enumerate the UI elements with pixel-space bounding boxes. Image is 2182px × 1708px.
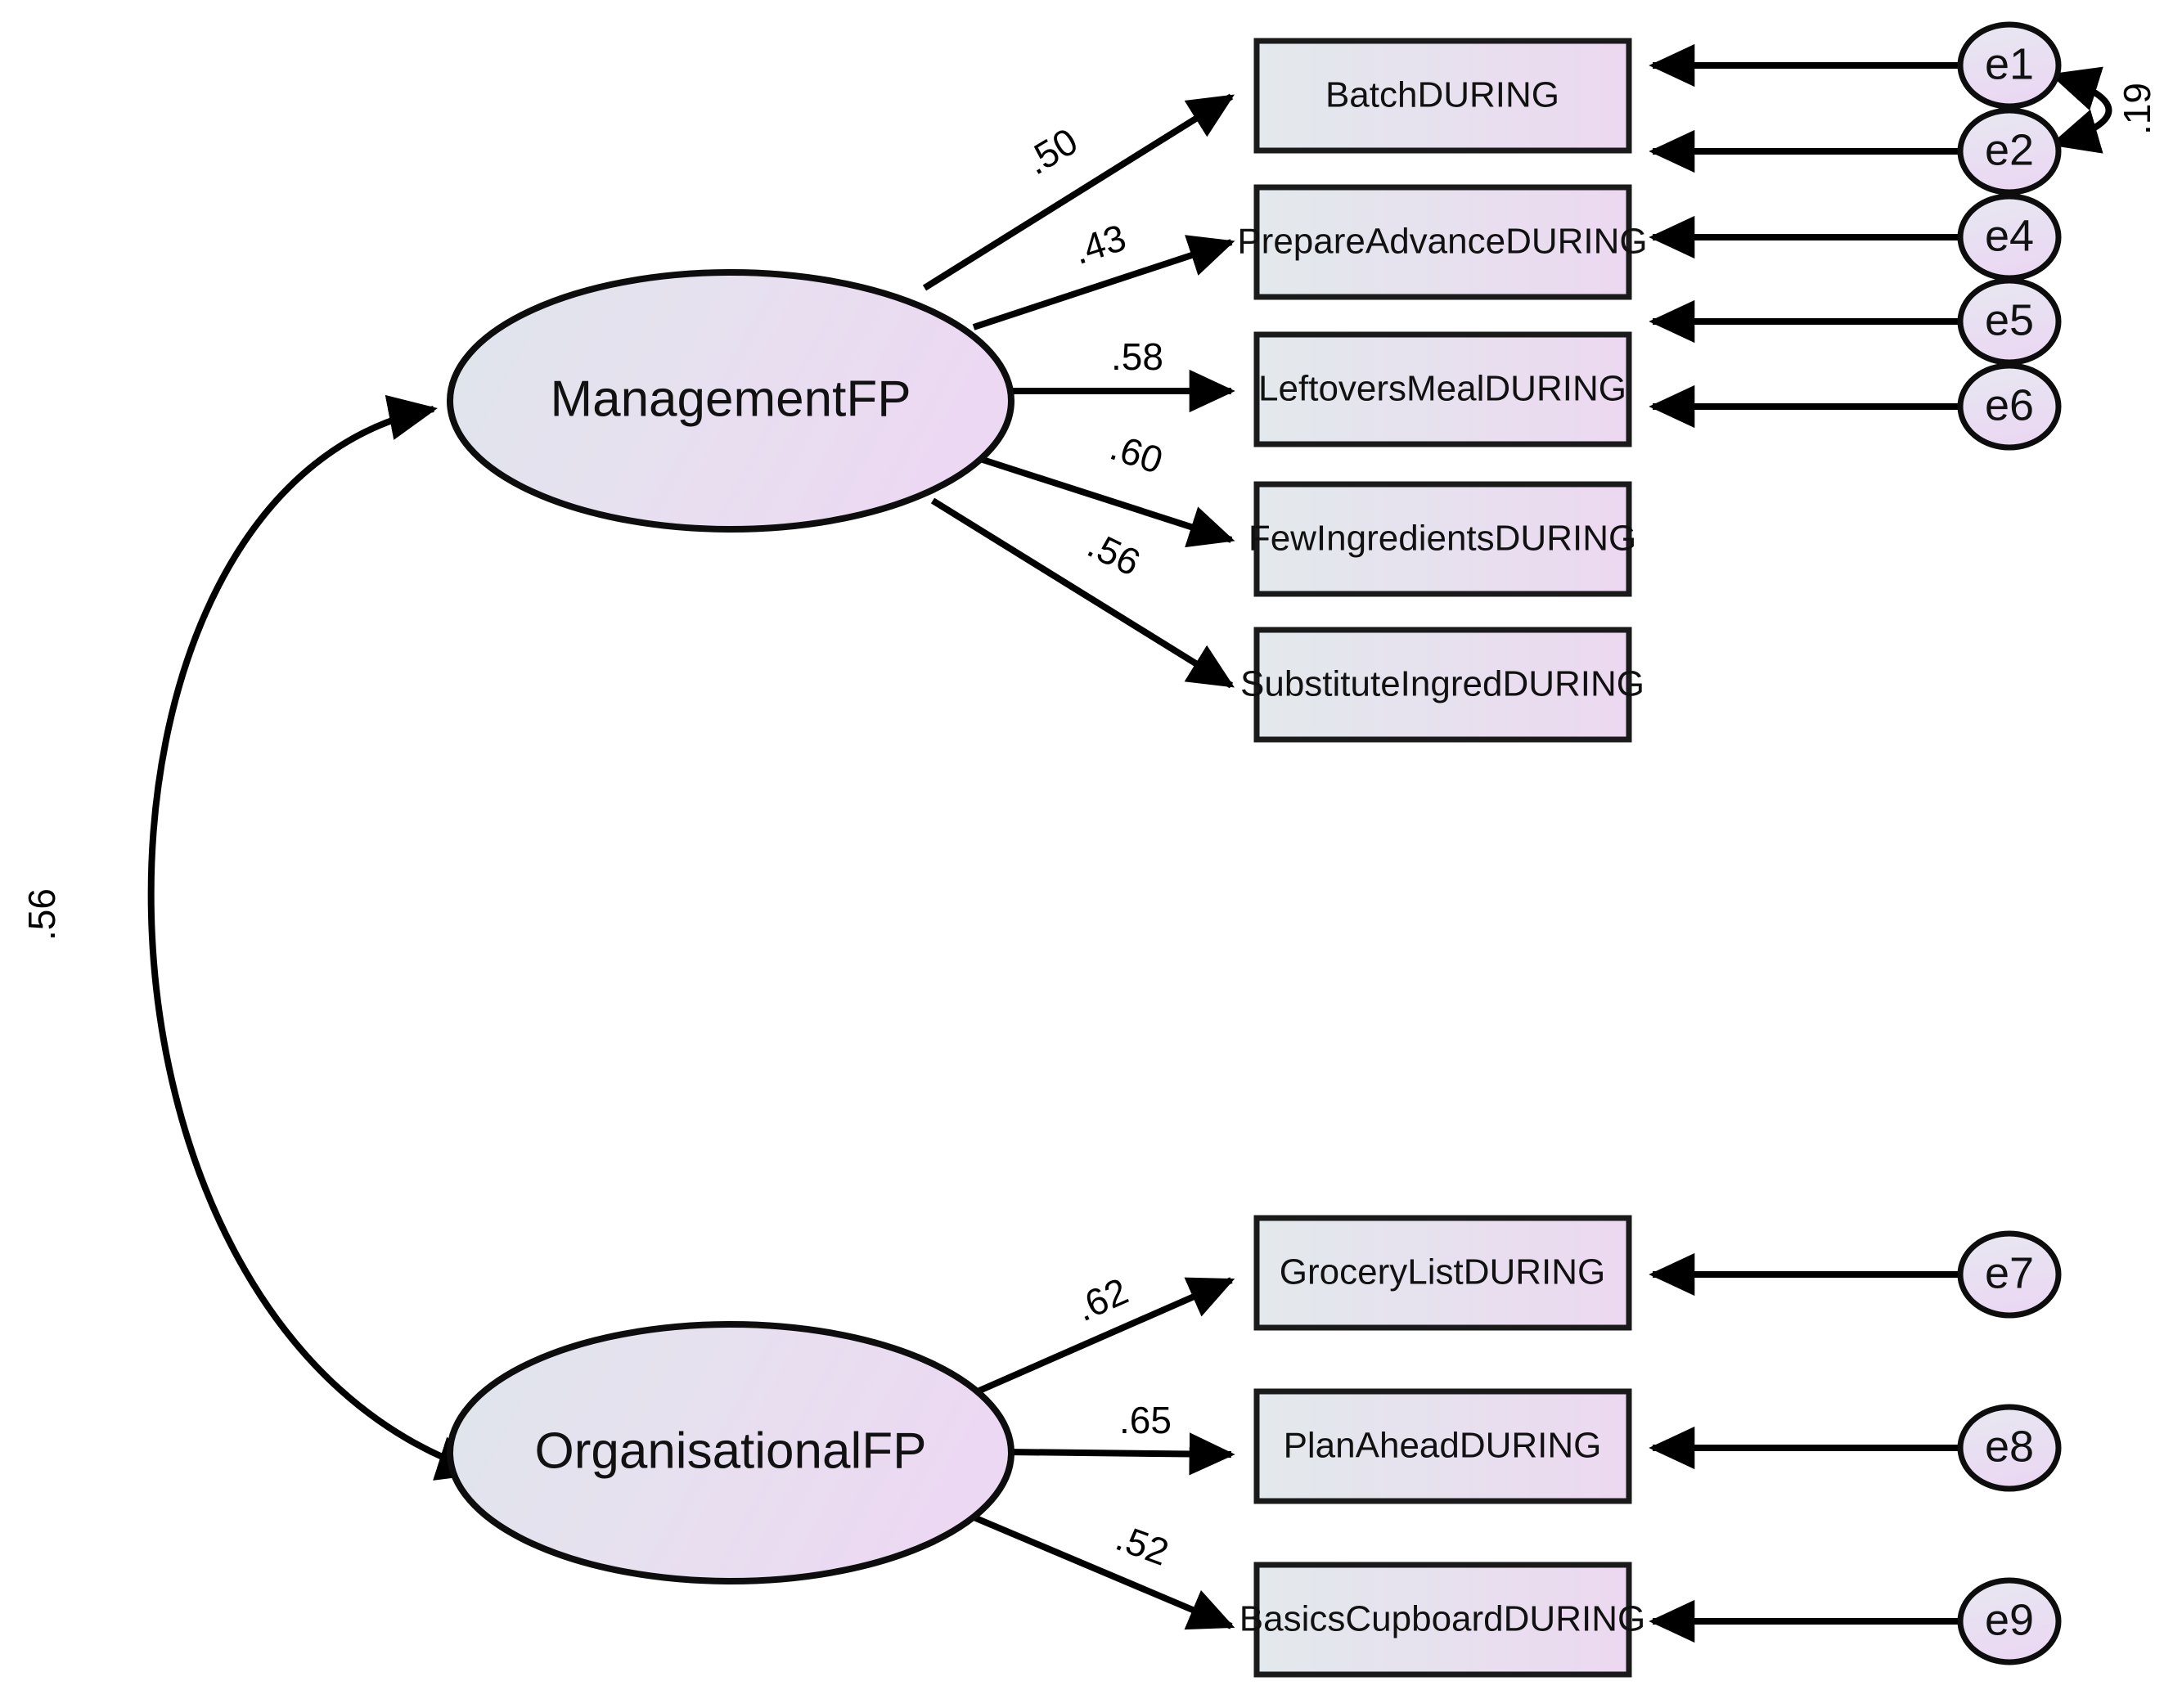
error-term-e4[interactable]: e4 [1957, 193, 2062, 281]
error-circle-e7[interactable] [1957, 1230, 2062, 1319]
error-circle-e5[interactable] [1957, 277, 2062, 366]
coefficient-substituteingredduring: .56 [1082, 523, 1147, 584]
latent-organisationalfp[interactable]: OrganisationalFP [447, 1321, 1015, 1584]
indicator-label-batchduring: BatchDURING [1325, 75, 1559, 115]
indicator-label-grocerylistduring: GroceryListDURING [1280, 1252, 1606, 1292]
error-circle-e1[interactable] [1957, 21, 2062, 110]
indicator-box-batchduring[interactable] [1253, 38, 1632, 154]
coefficient-planaheadduring: .65 [1119, 1399, 1172, 1441]
indicator-basicscupboardduring[interactable]: BasicsCupboardDURING [1239, 1562, 1645, 1678]
indicator-box-planaheadduring[interactable] [1253, 1388, 1632, 1504]
error-label-e2: e2 [1985, 125, 2034, 174]
indicator-label-substituteingredduring: SubstituteIngredDURING [1240, 664, 1644, 704]
indicator-planaheadduring[interactable]: PlanAheadDURING [1253, 1388, 1632, 1504]
latent-label-organisationalfp: OrganisationalFP [534, 1423, 926, 1479]
error-term-e8[interactable]: e8 [1957, 1404, 2062, 1492]
loading-path-planaheadduring[interactable] [1006, 1432, 1235, 1476]
error-circle-e6[interactable] [1957, 362, 2062, 451]
loading-path-prepareadvanceduring[interactable] [972, 235, 1235, 330]
error-term-e6[interactable]: e6 [1957, 362, 2062, 451]
latent-ellipse-managementfp[interactable] [447, 269, 1015, 533]
indicator-box-fewingredientsduring[interactable] [1253, 481, 1632, 597]
covariance-arc-factors[interactable] [147, 394, 487, 1481]
coefficient-prepareadvanceduring: .43 [1068, 216, 1131, 272]
error-circle-e9[interactable] [1957, 1577, 2062, 1665]
coefficient-grocerylistduring: .62 [1069, 1270, 1135, 1330]
indicator-box-leftoversmealduring[interactable] [1253, 331, 1632, 447]
loading-path-grocerylistduring[interactable] [931, 1277, 1235, 1414]
covariance-arc-e1-e2[interactable] [2049, 66, 2112, 154]
indicator-box-substituteingredduring[interactable] [1253, 627, 1632, 743]
latent-label-managementfp: ManagementFP [550, 371, 911, 427]
coefficient-fewingredientsduring: .60 [1105, 425, 1168, 482]
loading-path-basicscupboardduring[interactable] [943, 1502, 1235, 1630]
indicator-label-fewingredientsduring: FewIngredientsDURING [1248, 519, 1636, 559]
covariance-paths [147, 66, 2112, 1481]
indicator-prepareadvanceduring[interactable]: PrepareAdvanceDURING [1237, 184, 1648, 300]
latent-managementfp[interactable]: ManagementFP [447, 269, 1015, 533]
coefficient-leftoversmealduring: .58 [1111, 335, 1163, 378]
error-label-e6: e6 [1985, 380, 2034, 429]
loading-path-batchduring[interactable] [922, 93, 1235, 291]
coefficient-factor-covariance: .56 [20, 888, 63, 941]
indicator-box-basicscupboardduring[interactable] [1253, 1562, 1632, 1678]
error-label-e5: e5 [1985, 295, 2034, 344]
loading-paths [922, 93, 1235, 1630]
indicator-label-leftoversmealduring: LeftoversMealDURING [1258, 369, 1626, 409]
coefficient-labels: .50 .43 .58 .60 .56 .62 .65 .52 .56 .19 [20, 83, 2158, 1574]
error-circle-e2[interactable] [1957, 107, 2062, 196]
indicator-box-prepareadvanceduring[interactable] [1253, 184, 1632, 300]
error-label-e7: e7 [1985, 1248, 2034, 1297]
coefficient-basicscupboardduring: .52 [1110, 1516, 1174, 1574]
error-term-e1[interactable]: e1 [1957, 21, 2062, 110]
indicator-label-prepareadvanceduring: PrepareAdvanceDURING [1237, 222, 1647, 262]
indicator-batchduring[interactable]: BatchDURING [1253, 38, 1632, 154]
error-term-e2[interactable]: e2 [1957, 107, 2062, 196]
coefficient-e1-e2-covariance: .19 [2116, 83, 2158, 135]
latent-ellipse-organisationalfp[interactable] [447, 1321, 1015, 1584]
indicator-label-planaheadduring: PlanAheadDURING [1284, 1426, 1602, 1466]
indicator-grocerylistduring[interactable]: GroceryListDURING [1253, 1215, 1632, 1331]
error-label-e1: e1 [1985, 39, 2034, 88]
indicator-box-grocerylistduring[interactable] [1253, 1215, 1632, 1331]
error-label-e9: e9 [1985, 1595, 2034, 1644]
error-circle-e8[interactable] [1957, 1404, 2062, 1492]
indicator-leftoversmealduring[interactable]: LeftoversMealDURING [1253, 331, 1632, 447]
error-label-e4: e4 [1985, 211, 2034, 260]
indicator-substituteingredduring[interactable]: SubstituteIngredDURING [1240, 627, 1644, 743]
indicator-fewingredientsduring[interactable]: FewIngredientsDURING [1248, 481, 1636, 597]
indicator-label-basicscupboardduring: BasicsCupboardDURING [1239, 1599, 1645, 1639]
loading-path-fewingredientsduring[interactable] [976, 455, 1235, 548]
coefficient-batchduring: .50 [1018, 119, 1085, 183]
error-label-e8: e8 [1985, 1422, 2034, 1471]
error-term-e9[interactable]: e9 [1957, 1577, 2062, 1665]
error-term-e5[interactable]: e5 [1957, 277, 2062, 366]
loading-path-substituteingredduring[interactable] [930, 497, 1235, 689]
error-term-e7[interactable]: e7 [1957, 1230, 2062, 1319]
error-paths [1649, 43, 1959, 1643]
